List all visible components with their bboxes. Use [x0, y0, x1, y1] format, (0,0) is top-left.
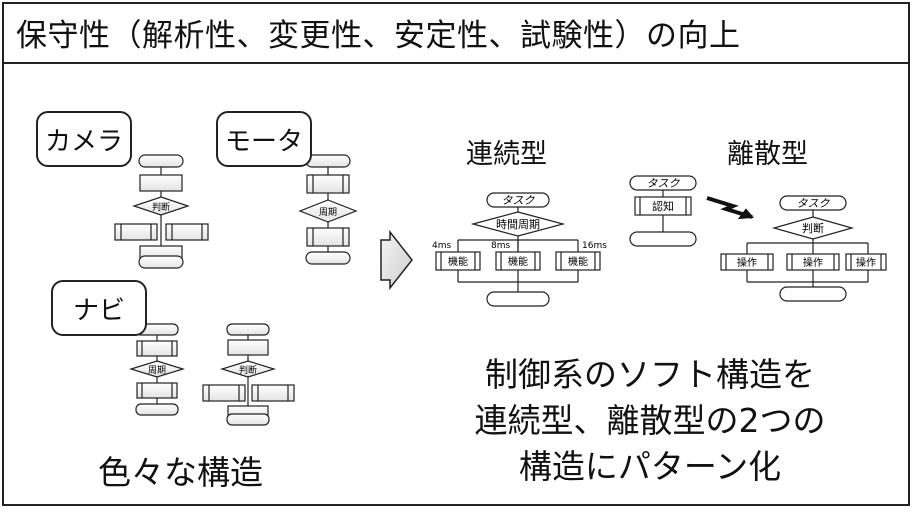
- continuous-task-label: タスク: [502, 194, 536, 207]
- tag-motor: モータ: [216, 111, 312, 167]
- operation-box-2: 操作: [803, 256, 823, 269]
- flow-judge-label: 判断: [152, 201, 170, 213]
- discrete-flow: [629, 175, 887, 302]
- function-box-3: 機能: [568, 255, 588, 268]
- continuous-heading: 連続型: [466, 139, 547, 170]
- title-divider: [2, 62, 910, 64]
- function-box-1: 機能: [448, 255, 468, 268]
- summary-line-3: 構造にパターン化: [518, 447, 782, 486]
- flowchart-navi: [128, 323, 186, 416]
- event-signal-arrow: [706, 196, 753, 219]
- slide-title: 保守性（解析性、変更性、安定性、試験性）の向上: [16, 18, 741, 54]
- slide-frame: [2, 2, 910, 506]
- recognize-label: 認知: [652, 199, 674, 213]
- flowchart-camera: [114, 154, 209, 269]
- flow-period-label-2: 周期: [148, 365, 166, 376]
- summary-line-2: 連続型、離散型の2つの: [474, 401, 826, 440]
- operation-box-3: 操作: [856, 256, 876, 269]
- flow-judge-label-2: 判断: [239, 364, 257, 376]
- operation-box-1: 操作: [737, 256, 757, 269]
- continuous-flow: [435, 192, 601, 307]
- continuous-timer-label: 時間周期: [496, 218, 540, 231]
- discrete-judge-label: 判断: [802, 221, 824, 235]
- tag-navi: ナビ: [51, 280, 147, 336]
- discrete-task-b-label: タスク: [797, 197, 831, 210]
- left-caption: 色々な構造: [98, 453, 263, 492]
- time-4ms: 4ms: [432, 241, 451, 251]
- time-16ms: 16ms: [582, 241, 607, 251]
- tag-camera: カメラ: [36, 111, 132, 167]
- flowchart-other: [202, 323, 295, 426]
- flowchart-motor: [298, 154, 358, 265]
- summary-text: 制御系のソフト構造を 連続型、離散型の2つの 構造にパターン化: [440, 352, 860, 490]
- discrete-task-a-label: タスク: [647, 177, 681, 190]
- function-box-2: 機能: [508, 255, 528, 268]
- transition-arrow: [380, 229, 413, 291]
- time-8ms: 8ms: [491, 241, 510, 251]
- summary-line-1: 制御系のソフト構造を: [485, 355, 815, 394]
- discrete-heading: 離散型: [727, 139, 808, 170]
- flow-period-label: 周期: [319, 207, 337, 218]
